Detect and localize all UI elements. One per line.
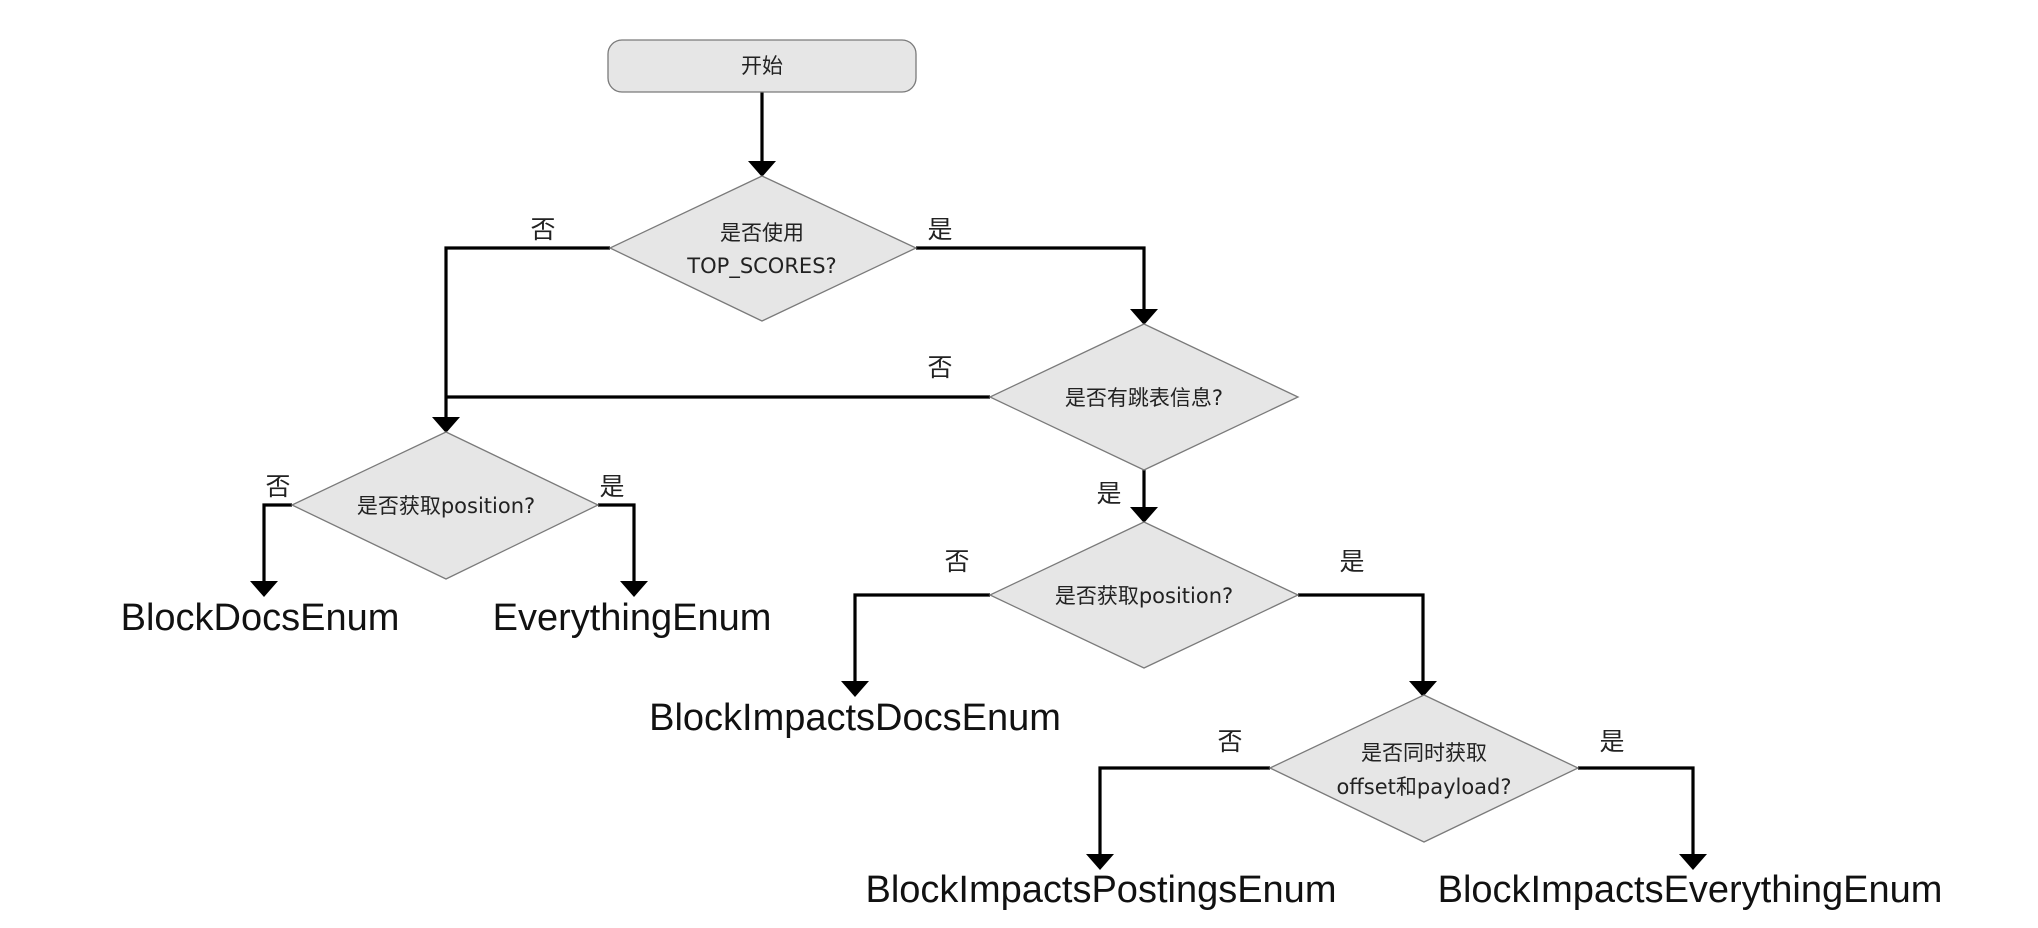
arrowhead <box>748 161 776 177</box>
edge-label-yes: 是 <box>599 472 624 501</box>
decision-skip-list-shape <box>988 323 1300 471</box>
edge-label-no: 否 <box>927 353 952 382</box>
arrowhead <box>1130 309 1158 325</box>
edge-d5-no <box>1098 766 1270 855</box>
decision-top-scores-line2: TOP_SCORES? <box>686 254 836 279</box>
edge-d5-yes <box>1578 766 1695 855</box>
edge-d4-yes <box>1298 593 1425 682</box>
decision-skip-list-label: 是否有跳表信息? <box>1065 386 1223 410</box>
decision-top-scores-line1: 是否使用 <box>720 221 804 245</box>
decision-skip-list: 是否有跳表信息? <box>988 323 1300 471</box>
decision-position-left-label: 是否获取position? <box>357 494 535 518</box>
result-everything-enum: EverythingEnum <box>493 597 772 639</box>
edge-d3-no <box>262 503 292 582</box>
decision-position-right: 是否获取position? <box>988 521 1300 669</box>
arrowhead <box>1409 681 1437 697</box>
decision-position-left-shape <box>290 431 600 580</box>
arrowhead <box>841 681 869 697</box>
result-block-impacts-everything-enum: BlockImpactsEverythingEnum <box>1438 869 1943 911</box>
decision-offset-payload-line1: 是否同时获取 <box>1361 741 1487 765</box>
edge-d1-no <box>444 246 610 418</box>
arrowhead <box>1086 854 1114 870</box>
arrowhead <box>1130 507 1158 523</box>
decision-position-right-shape <box>988 521 1300 669</box>
edge-label-no: 否 <box>265 472 290 501</box>
result-block-docs-enum: BlockDocsEnum <box>121 597 400 639</box>
edge-label-no: 否 <box>530 215 555 244</box>
edge-label-no: 否 <box>944 547 969 576</box>
edge-label-yes: 是 <box>927 215 952 244</box>
start-node-shape <box>607 39 917 93</box>
edge-label-yes: 是 <box>1339 547 1364 576</box>
decision-offset-payload-line2: offset和payload? <box>1336 775 1511 799</box>
decision-position-right-label: 是否获取position? <box>1055 584 1233 608</box>
edge-label-yes: 是 <box>1096 479 1121 508</box>
result-block-impacts-docs-enum: BlockImpactsDocsEnum <box>649 697 1061 739</box>
decision-position-left: 是否获取position? <box>290 431 600 580</box>
edge-label-yes: 是 <box>1599 727 1624 756</box>
arrowhead <box>250 581 278 597</box>
start-node-label: 开始 <box>741 54 783 78</box>
decision-offset-payload: 是否同时获取 offset和payload? <box>1268 694 1580 843</box>
arrowhead <box>432 417 460 433</box>
decision-top-scores: 是否使用 TOP_SCORES? <box>608 175 918 322</box>
start-node: 开始 <box>607 39 917 93</box>
edge-label-no: 否 <box>1217 727 1242 756</box>
arrowhead <box>620 581 648 597</box>
decision-offset-payload-shape <box>1268 694 1580 843</box>
edge-d1-yes <box>916 246 1146 310</box>
edge-d3-yes <box>598 503 636 582</box>
arrowhead <box>1679 854 1707 870</box>
result-block-impacts-postings-enum: BlockImpactsPostingsEnum <box>866 869 1337 911</box>
edge-d4-no <box>853 593 990 682</box>
decision-top-scores-shape <box>608 175 918 322</box>
